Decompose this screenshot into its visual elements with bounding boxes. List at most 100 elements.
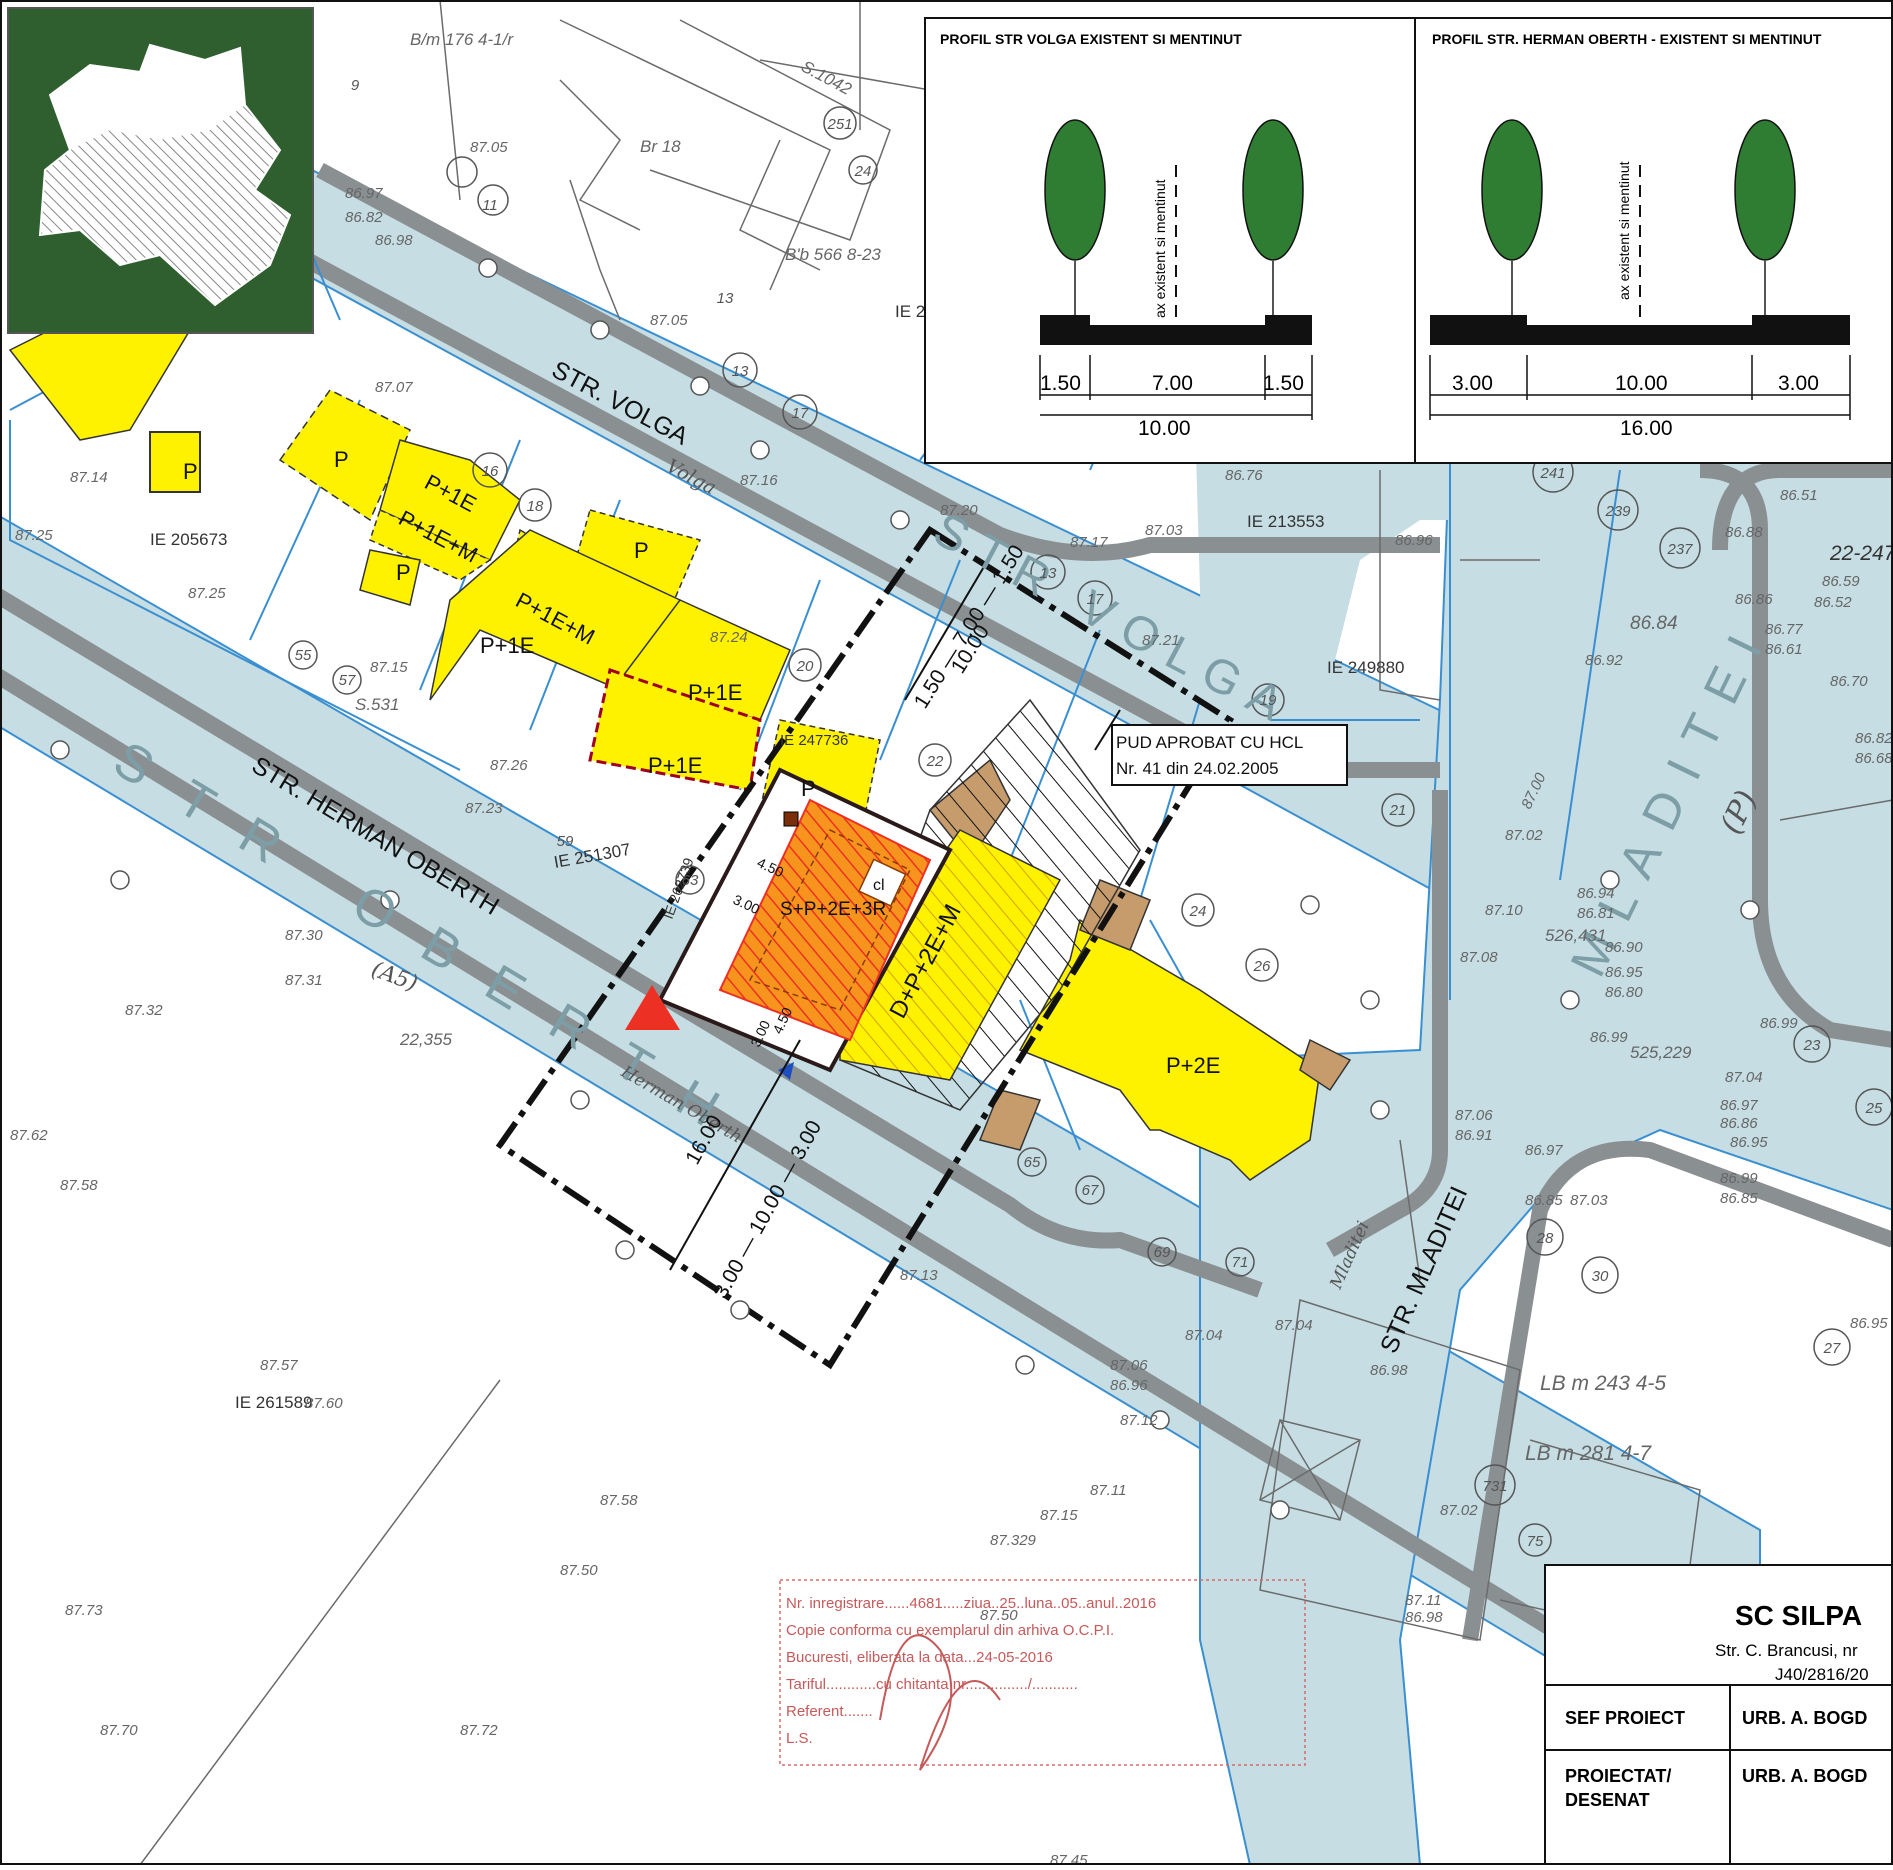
address-number-labels: 9 11 13 13 17 13 17 16 18 20 22 24 26 55… <box>295 77 1883 1550</box>
label-building-p5: P <box>801 776 816 801</box>
building-p1em-1 <box>369 508 492 581</box>
addr-237: 237 <box>1666 541 1693 558</box>
profile-herman-frame <box>1414 17 1893 464</box>
elev: 87.04 <box>1185 1327 1223 1344</box>
elev: 87.02 <box>1440 1502 1478 1519</box>
proposed-building <box>718 798 932 1042</box>
label-ie-249880: IE 249880 <box>1327 658 1405 677</box>
circle-21 <box>1381 793 1415 827</box>
title-block-sef-value: URB. A. BOGD <box>1742 1708 1867 1728</box>
circle-65 <box>1017 1147 1047 1177</box>
profile-volga-axis-label: ax existent si mentinut <box>1152 179 1168 318</box>
circle-13 <box>722 352 758 388</box>
elev: 86.82 <box>345 209 383 226</box>
ocpi-stamp: Nr. inregistrare......4681.....ziua..25.… <box>779 1579 1306 1771</box>
addr-69: 69 <box>1154 1244 1171 1261</box>
stamp-line4: Tariful............cu chitanta nr.......… <box>786 1676 1078 1693</box>
addr-239: 239 <box>1604 503 1631 520</box>
label-ie-213553: IE 213553 <box>1247 512 1325 531</box>
elev: 87.50 <box>980 1607 1018 1624</box>
addr-731: 731 <box>1482 1478 1507 1495</box>
label-building-p2e: P+2E <box>1166 1053 1220 1078</box>
addr-24: 24 <box>1189 903 1207 920</box>
circle-16 <box>472 452 508 488</box>
curb-volga-north <box>316 162 1440 561</box>
elev: 87.17 <box>1070 534 1108 551</box>
elev: 86.76 <box>1225 467 1263 484</box>
elev: 87.20 <box>940 502 978 519</box>
addr-30: 30 <box>1592 1268 1609 1285</box>
parcel-boundary-7 <box>879 559 961 761</box>
elev: 86.97 <box>1720 1097 1758 1114</box>
profile-volga-tree-right <box>1242 119 1304 261</box>
annex-brown-3 <box>978 1089 1042 1151</box>
elev: 87.14 <box>70 469 108 486</box>
cl-annex <box>857 858 907 907</box>
base-line-1 <box>439 0 461 201</box>
base-line-3 <box>559 79 641 231</box>
base-label-n4: Br 18 <box>640 137 681 156</box>
elev: 87.58 <box>60 1177 98 1194</box>
label-building-p2: P <box>334 447 349 472</box>
profile-volga-tree-left <box>1044 119 1106 261</box>
base-line-2 <box>559 19 831 291</box>
elev: 86.51 <box>1780 487 1818 504</box>
circle-24 <box>1181 893 1215 927</box>
title-block-proiectat-value: URB. A. BOGD <box>1742 1766 1867 1786</box>
title-block-proiectat-label: PROIECTAT/ <box>1565 1766 1671 1786</box>
profile-volga-total: 10.00 <box>1138 417 1191 440</box>
elev: 86.86 <box>1720 1115 1758 1132</box>
elev: 86.95 <box>1730 1134 1768 1151</box>
elev: 87.06 <box>1110 1357 1148 1374</box>
addr-9: 9 <box>351 77 360 94</box>
title-block-frame <box>1544 1564 1893 1870</box>
elev: 86.98 <box>1370 1362 1408 1379</box>
circle-55 <box>288 640 318 670</box>
elevation-labels: 87.05 86.97 86.82 86.98 87.05 87.07 87.1… <box>10 139 1893 1869</box>
elev: 86.52 <box>1814 594 1852 611</box>
circle-19 <box>1251 683 1285 717</box>
addr-17b: 17 <box>1087 591 1104 608</box>
addr-241: 241 <box>1539 465 1565 482</box>
circle-18 <box>518 488 552 522</box>
elev: 86.91 <box>1455 1127 1493 1144</box>
profile-volga-seg2: 7.00 <box>1152 372 1193 395</box>
parcel-boundary-2 <box>9 420 461 771</box>
addr-22: 22 <box>926 753 944 770</box>
street-tree <box>478 258 498 278</box>
elev: 86.96 <box>1395 532 1433 549</box>
circle-237 <box>1659 527 1701 569</box>
circle-57 <box>332 665 362 695</box>
label-building-p1e-b: P+1E <box>480 633 534 658</box>
label-ie-205673: IE 205673 <box>150 530 228 549</box>
addr-13c: 13 <box>1040 565 1057 582</box>
elev: 87.329 <box>990 1532 1037 1549</box>
profile-herman-seg2: 10.00 <box>1615 372 1668 395</box>
elev: 87.30 <box>285 927 323 944</box>
profile-herman-tree-left <box>1481 119 1543 261</box>
base-line-8 <box>569 179 621 321</box>
street-tree <box>750 440 770 460</box>
elev: 86.88 <box>1725 524 1763 541</box>
elev: 87.05 <box>470 139 508 156</box>
title-block-sef-label: SEF PROIECT <box>1565 1708 1685 1728</box>
addr-27: 27 <box>1823 1340 1841 1357</box>
elev: 87.05 <box>650 312 688 329</box>
addr-59: 59 <box>557 833 574 850</box>
street-tree <box>1740 900 1760 920</box>
proposed-site <box>657 767 953 1073</box>
elev: 87.31 <box>285 972 323 989</box>
profile-volga-title: PROFIL STR VOLGA EXISTENT SI MENTINUT <box>940 31 1242 47</box>
dimension-lines <box>669 564 986 1271</box>
pud-callout-leader <box>1094 709 1121 751</box>
elev: 87.02 <box>1505 827 1543 844</box>
elev: 86.96 <box>1110 1377 1148 1394</box>
addr-21: 21 <box>1389 802 1407 819</box>
circle-69 <box>1147 1237 1177 1267</box>
addr-75: 75 <box>1527 1533 1544 1550</box>
elev: 87.70 <box>100 1722 138 1739</box>
base-line-16 <box>1779 799 1893 821</box>
elev: 87.73 <box>65 1602 103 1619</box>
base-line-14 <box>1379 470 1441 701</box>
